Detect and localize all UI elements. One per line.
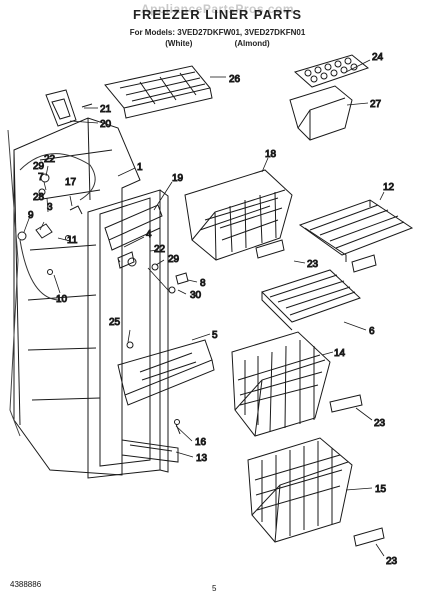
- callout-10: 10: [56, 294, 68, 305]
- part-13-rail: [121, 439, 179, 463]
- callout-1: 1: [137, 162, 143, 173]
- callout-7: 7: [38, 172, 44, 183]
- callout-18: 18: [265, 149, 277, 160]
- callout-25: 25: [109, 317, 121, 328]
- page-title: FREEZER LINER PARTS: [133, 7, 302, 22]
- callout-22b: 22: [154, 244, 166, 255]
- document-number: 4388886: [10, 580, 42, 589]
- models-line: For Models: 3VED27DKFW01, 3VED27DKFN01: [129, 28, 306, 37]
- callout-22a: 22: [44, 154, 56, 165]
- callout-23b: 23: [374, 418, 386, 429]
- callout-4: 4: [146, 229, 152, 240]
- callout-6: 6: [369, 326, 375, 337]
- callout-13: 13: [196, 453, 208, 464]
- part-15-basket: [247, 437, 353, 543]
- callout-27: 27: [370, 99, 382, 110]
- part-23-rail-d: [353, 527, 385, 547]
- page-number: 5: [212, 584, 217, 593]
- liner-front-frame: [87, 189, 169, 479]
- part-19-bracket: [104, 204, 163, 251]
- callout-26: 26: [229, 74, 241, 85]
- callout-28: 28: [33, 192, 45, 203]
- callout-5: 5: [212, 330, 218, 341]
- part-18-basket: [184, 169, 293, 261]
- part-14-basket: [231, 331, 331, 437]
- callout-29a: 29: [33, 161, 45, 172]
- callout-19: 19: [172, 173, 184, 184]
- watermark: AppliancePartsPros.com: [140, 2, 295, 16]
- freezer-liner: [7, 117, 141, 476]
- part-26-shelf: [104, 65, 213, 119]
- callout-11: 11: [67, 235, 78, 246]
- leader-lines: [23, 59, 385, 557]
- callout-9: 9: [28, 210, 34, 221]
- variant-almond: (Almond): [234, 39, 270, 48]
- part-20-bracket: [45, 89, 93, 127]
- part-5-cover: [117, 339, 215, 406]
- part-23-rail-c: [329, 394, 363, 413]
- callout-12: 12: [383, 182, 395, 193]
- small-hardware: [17, 173, 189, 435]
- part-6-wire-shelf: [261, 269, 361, 331]
- callout-23c: 23: [386, 556, 398, 567]
- callout-24: 24: [372, 52, 384, 63]
- part-23-rail-a: [351, 254, 377, 273]
- color-variants: (White) (Almond): [0, 39, 435, 48]
- callout-20: 20: [100, 119, 112, 130]
- callout-29b: 29: [168, 254, 180, 265]
- callout-14: 14: [334, 348, 346, 359]
- part-27-ice-bin: [289, 85, 353, 141]
- callout-16: 16: [195, 437, 207, 448]
- callout-23a: 23: [307, 259, 319, 270]
- callout-30: 30: [190, 290, 202, 301]
- variant-white: (White): [165, 39, 193, 48]
- callout-15: 15: [375, 484, 387, 495]
- callout-8: 8: [200, 278, 206, 289]
- callout-3: 3: [47, 202, 53, 213]
- part-23-rail-b-left: [255, 239, 285, 259]
- part-12-wire-shelf: [298, 199, 414, 262]
- part-24-ice-tray: [293, 54, 370, 88]
- callout-17: 17: [65, 177, 77, 188]
- callout-21: 21: [100, 104, 112, 115]
